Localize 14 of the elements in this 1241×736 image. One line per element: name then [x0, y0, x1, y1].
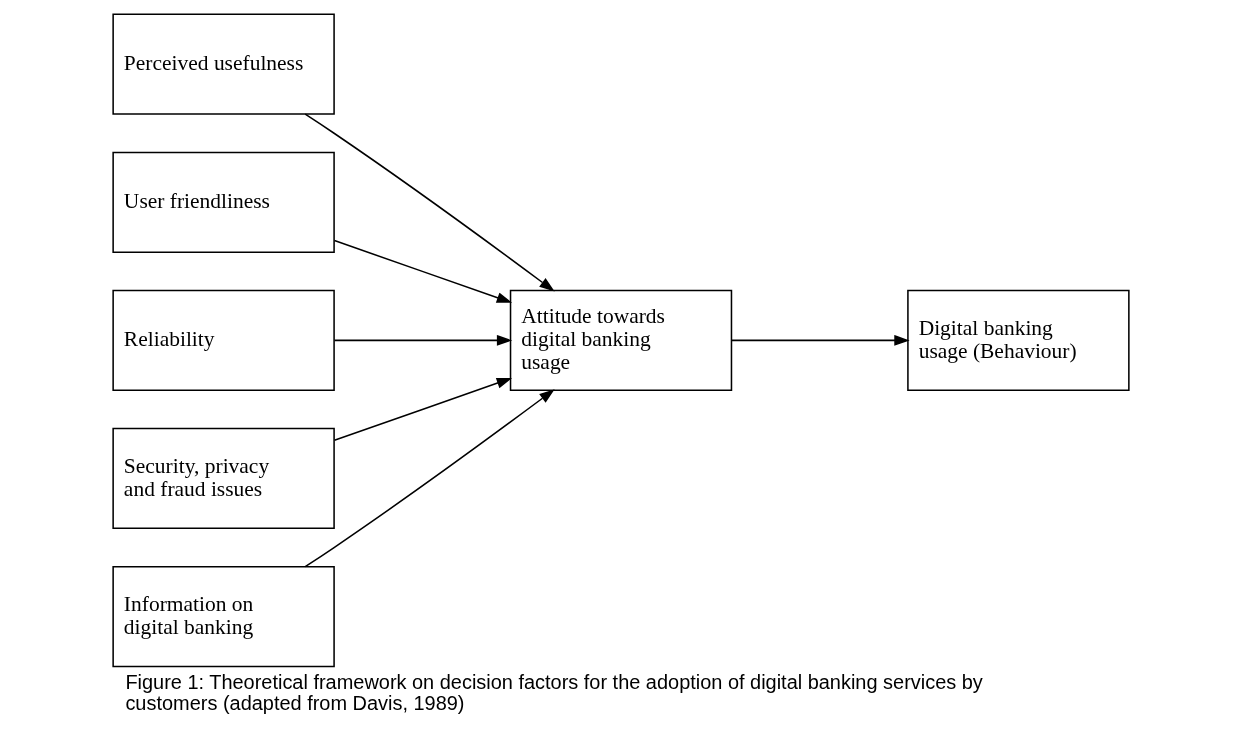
node-box: Security, privacy and fraud issues: [111, 427, 335, 530]
arrow: [303, 389, 555, 568]
node-box: User friendliness: [111, 151, 335, 253]
arrow: [333, 239, 512, 303]
node-box: Attitude towards digital banking usage: [509, 289, 732, 391]
arrow: [333, 335, 512, 346]
arrow: [333, 377, 512, 441]
arrow: [303, 113, 555, 292]
node-box: Information on digital banking: [111, 565, 335, 668]
node-box: Digital banking usage (Behaviour): [906, 289, 1130, 391]
node-box: Reliability: [111, 289, 335, 391]
arrow: [730, 335, 910, 346]
node-box: Perceived usefulness: [111, 13, 335, 115]
caption: Figure 1: Theoretical framework on decision factors for the adoption of digital banking services by customers (adapted from Davis, 1989): [124, 670, 983, 714]
